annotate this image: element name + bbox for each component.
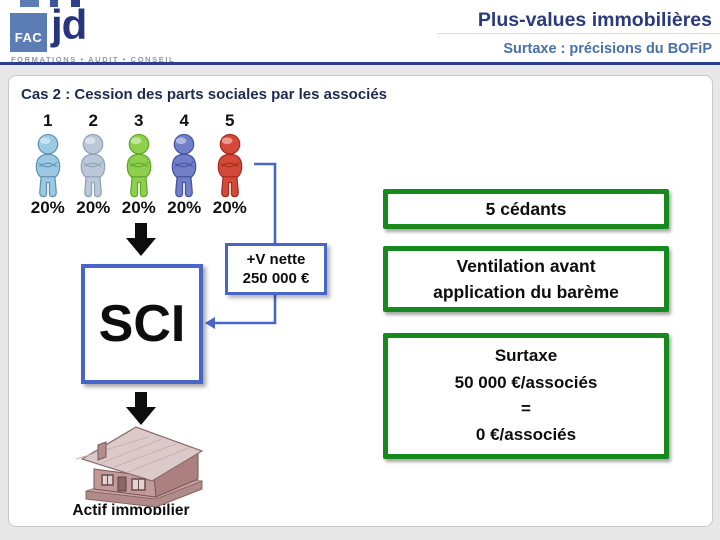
result-box: 5 cédants	[383, 189, 669, 229]
result-box-line: 50 000 €/associés	[454, 372, 598, 392]
logo-tagline: FORMATIONS • AUDIT • CONSEIL	[11, 55, 176, 64]
associate: 3 20%	[116, 109, 162, 218]
result-box-line: Surtaxe	[494, 346, 558, 366]
associate-number: 5	[225, 111, 235, 130]
associate-share: 20%	[76, 198, 111, 217]
person-icon	[171, 133, 197, 198]
gain-note-line1: +V nette	[246, 250, 306, 268]
associate-share: 20%	[121, 198, 156, 217]
result-box-line: Ventilation avant	[456, 255, 596, 276]
sci-label: SCI	[98, 295, 186, 353]
associate: 1 20%	[25, 109, 71, 218]
down-arrow-icon	[126, 392, 156, 425]
associate: 4 20%	[162, 109, 208, 218]
slide-title: Plus-values immobilières	[477, 9, 712, 31]
down-arrow-icon	[126, 223, 156, 256]
gain-note-box: +V nette 250 000 €	[225, 243, 327, 295]
fac-logo-text: FAC	[14, 30, 43, 45]
logo-top-mark	[20, 0, 39, 7]
associate-number: 2	[88, 111, 98, 130]
result-box-line: 5 cédants	[485, 198, 567, 219]
associate: 2 20%	[71, 109, 117, 218]
subtitle-divider	[437, 33, 720, 34]
associate-share: 20%	[30, 198, 65, 217]
gain-note-line2: 250 000 €	[242, 270, 310, 287]
person-icon	[80, 133, 106, 198]
asset-label: Actif immobilier	[72, 502, 190, 519]
header: FAC jd FORMATIONS • AUDIT • CONSEIL Plus…	[0, 0, 720, 64]
result-box-line: =	[521, 399, 531, 418]
jd-logo-text: jd	[51, 1, 87, 48]
associate: 5 20%	[207, 109, 253, 218]
fac-logo-square: FAC	[10, 13, 47, 52]
associate-number: 4	[179, 111, 189, 130]
case-title: Cas 2 : Cession des parts sociales par l…	[21, 86, 388, 103]
result-box: Surtaxe 50 000 €/associés = 0 €/associés	[383, 333, 669, 459]
result-box: Ventilation avant application du barème	[383, 246, 669, 312]
result-box-line: 0 €/associés	[475, 425, 577, 445]
associate-number: 3	[134, 111, 144, 130]
associate-number: 1	[43, 111, 53, 130]
person-icon	[35, 133, 61, 198]
associate-share: 20%	[167, 198, 202, 217]
logo-top-mark	[50, 0, 58, 7]
house-icon	[76, 426, 204, 507]
slide-subtitle: Surtaxe : précisions du BOFiP	[503, 41, 712, 57]
content-panel: Cas 2 : Cession des parts sociales par l…	[8, 75, 713, 527]
person-icon	[126, 133, 152, 198]
associate-share: 20%	[212, 198, 247, 217]
sci-box: SCI	[81, 264, 203, 384]
associates-row: 1 20% 2 20% 3	[25, 109, 253, 218]
person-icon	[217, 133, 243, 198]
header-divider	[0, 62, 720, 65]
logo-top-mark	[71, 0, 80, 7]
result-box-line: application du barème	[433, 282, 619, 302]
